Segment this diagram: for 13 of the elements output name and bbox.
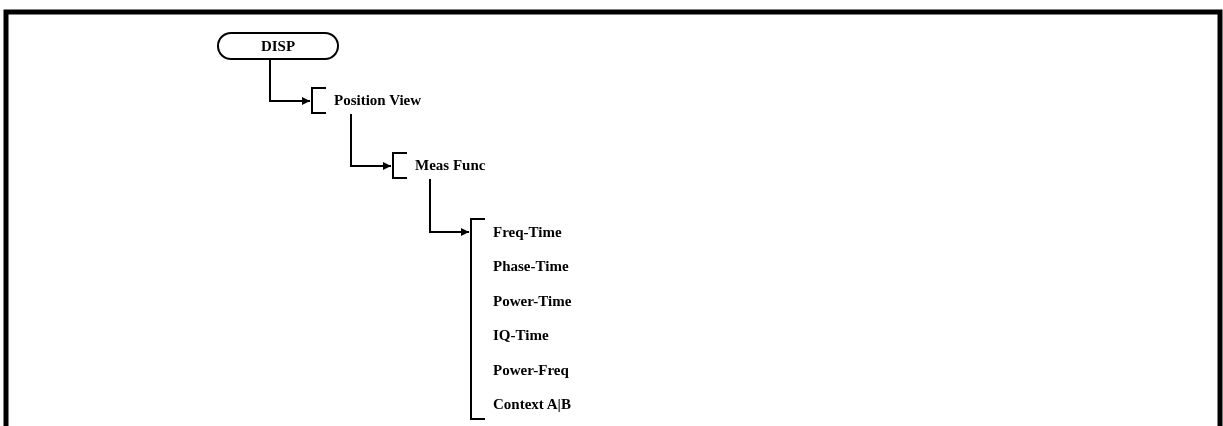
menu-label: Power-Time [493, 291, 572, 310]
arrow [429, 178, 470, 236]
arrow [269, 59, 311, 105]
menu-label: Freq-Time [493, 223, 562, 241]
menu-label: IQ-Time [493, 326, 549, 345]
menu-label: Power-Freq [493, 360, 569, 379]
menu-label: Meas Func [415, 156, 486, 174]
arrow [350, 113, 392, 170]
menu-label: Phase-Time [493, 257, 569, 276]
menu-key [217, 32, 339, 60]
menu-label: Position View [334, 91, 422, 109]
menu-label: Context A|B [493, 395, 571, 413]
key-label: DISP [260, 37, 296, 55]
